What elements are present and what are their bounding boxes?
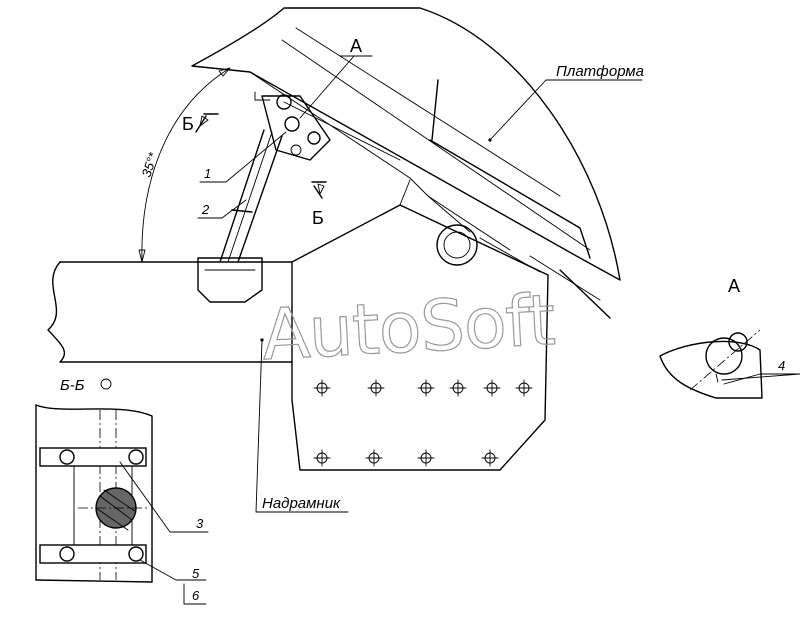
- subframe-leader: [255, 338, 349, 513]
- view-a-detail: [659, 329, 800, 399]
- callout-2: 2: [201, 202, 210, 217]
- platform-body: [191, 7, 621, 319]
- section-rotation-icon: [100, 378, 112, 390]
- callout-2-leader: [197, 199, 247, 219]
- hinge-pivot: [436, 224, 478, 266]
- callout-6: 6: [192, 588, 200, 603]
- callout-1: 1: [204, 166, 211, 181]
- support-strut: [197, 91, 401, 303]
- section-mark-top: Б: [182, 114, 194, 134]
- subframe-beam: [47, 261, 293, 363]
- section-mark-bottom: Б: [312, 208, 324, 228]
- upper-pivot: [276, 94, 292, 110]
- platform-label: Платформа: [556, 63, 644, 80]
- section-mark-top-group: [195, 113, 219, 133]
- hinge-bracket: [291, 179, 549, 471]
- section-bb-detail: [35, 404, 153, 583]
- platform-leader: [488, 79, 643, 142]
- callout-4: 4: [778, 358, 785, 373]
- bolt-holes-bottom-row: [313, 449, 499, 467]
- section-mark-bottom-group: [311, 181, 327, 199]
- callout-4-leader: [723, 373, 799, 385]
- callout-1-leader: [199, 131, 287, 183]
- callout-5-6-leader: [139, 559, 207, 605]
- callout-5: 5: [192, 566, 200, 581]
- bolt-holes-top-row: [313, 379, 533, 397]
- strut-base: [197, 257, 263, 303]
- watermark: AutoSoft: [260, 279, 557, 376]
- view-a-label: A: [350, 36, 362, 56]
- callout-3: 3: [196, 516, 204, 531]
- angle-label: 35°*: [139, 150, 161, 179]
- callout-3-leader: [119, 461, 209, 533]
- view-a-leader: [299, 55, 373, 119]
- view-a-side-label: A: [728, 276, 740, 296]
- angle-dimension: [138, 67, 231, 263]
- section-title: Б-Б: [60, 377, 85, 394]
- subframe-label: Надрамник: [262, 495, 341, 512]
